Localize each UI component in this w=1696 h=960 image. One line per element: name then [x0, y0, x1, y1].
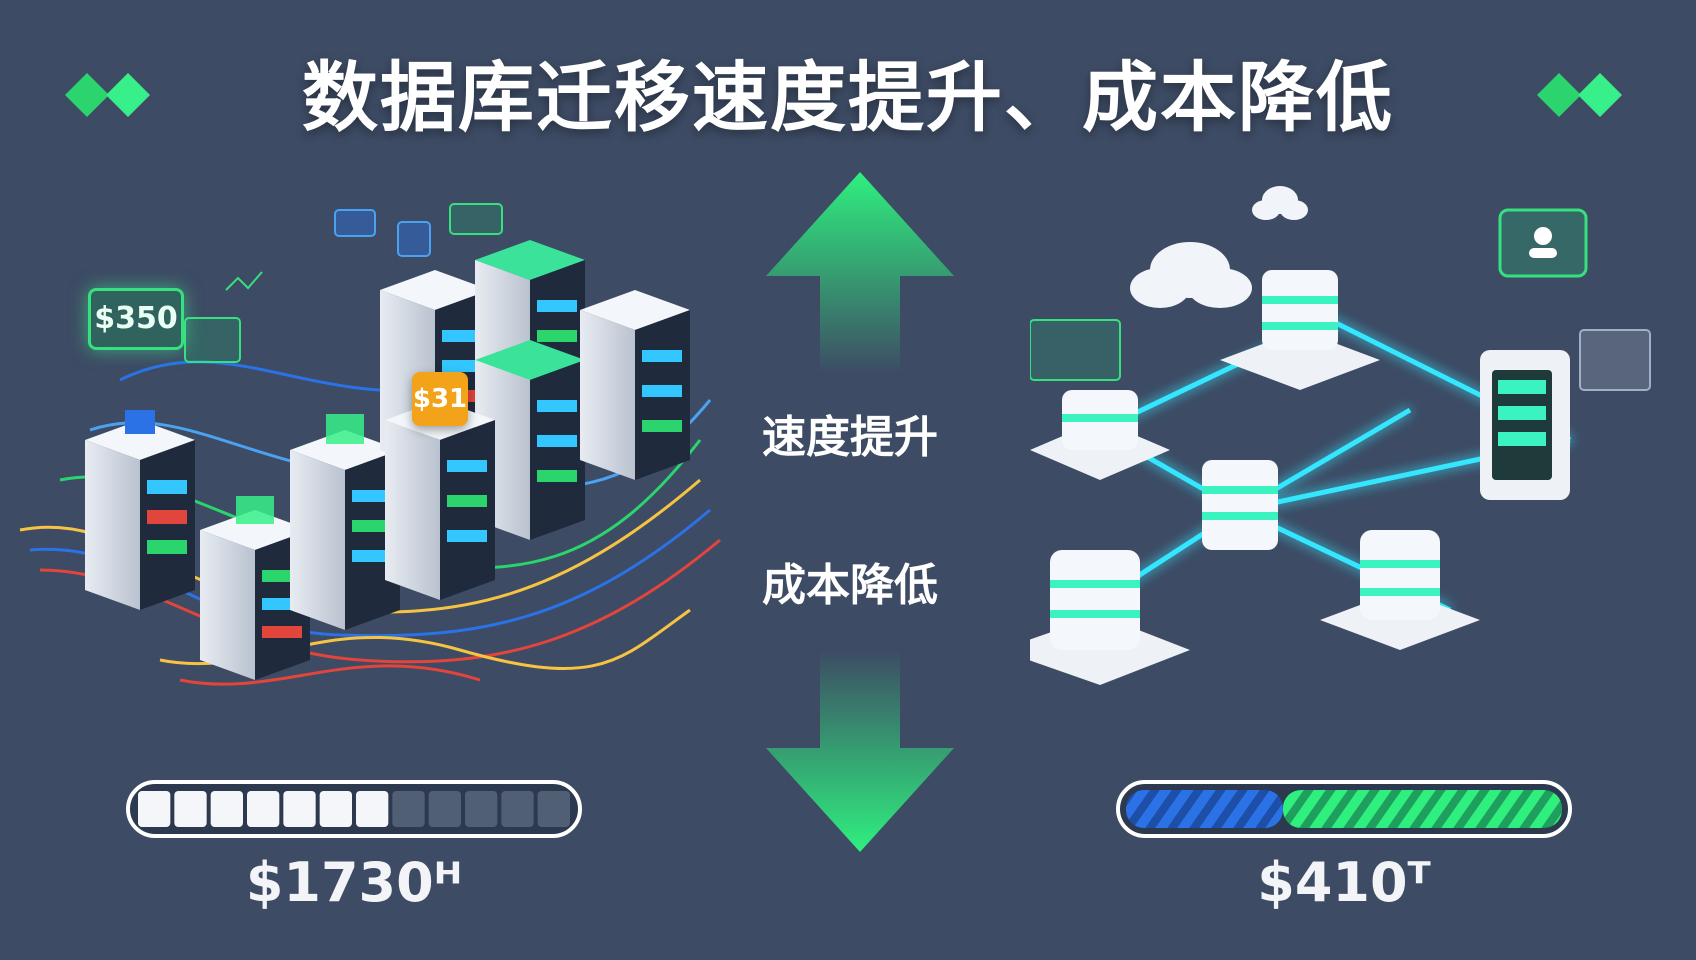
progress-segment-empty: [501, 791, 534, 827]
legacy-datacenter-illustration: [19, 203, 721, 686]
progress-segment-empty: [392, 791, 425, 827]
progress-segment-filled: [138, 791, 171, 827]
modern-cloud-cluster-illustration: [1030, 186, 1651, 685]
server-rack-icon: [85, 410, 195, 610]
legacy-price: $1730ᴴ: [245, 851, 463, 914]
diamond-icon: [65, 73, 109, 117]
page-title: 数据库迁移速度提升、成本降低: [302, 53, 1394, 142]
diamond-icon: [106, 73, 150, 117]
progress-segment-filled: [210, 791, 243, 827]
progress-fill-blue: [1126, 790, 1283, 828]
progress-fill-green: [1282, 790, 1562, 828]
progress-segment-empty: [465, 791, 498, 827]
speed-up-label: 速度提升: [762, 412, 938, 463]
diamond-icon-group-right: [1537, 73, 1622, 117]
arrow-down-icon: [766, 650, 954, 852]
progress-segment-filled: [319, 791, 352, 827]
cloud-icon: [1252, 186, 1308, 220]
progress-segment-filled: [283, 791, 316, 827]
server-node-icon: [1320, 530, 1480, 650]
diamond-icon-group-left: [65, 73, 150, 117]
floating-ui-cards: [184, 203, 503, 363]
progress-segment-empty: [428, 791, 461, 827]
legacy-progress-bar: [126, 780, 582, 838]
modern-progress-bar: [1116, 780, 1572, 838]
progress-segment-filled: [247, 791, 280, 827]
server-node-icon: [1030, 390, 1170, 480]
server-rack-icon: [385, 400, 495, 600]
price-tag-large: $350: [88, 288, 184, 350]
modern-progress-fill: [1126, 790, 1562, 828]
legacy-progress-fill: [138, 791, 570, 827]
dashboard-panel: [1579, 329, 1651, 391]
user-card-icon: [1498, 208, 1588, 278]
arrow-up-icon: [766, 172, 954, 374]
server-rack-icon: [580, 290, 690, 480]
progress-segment-filled: [174, 791, 207, 827]
server-node-icon: [1030, 550, 1190, 685]
progress-segment-filled: [356, 791, 389, 827]
modern-price: $410ᵀ: [1257, 851, 1431, 914]
server-node-icon: [1220, 270, 1380, 390]
dashboard-panel: [1030, 319, 1121, 381]
diamond-icon: [1537, 73, 1581, 117]
cloud-icon: [1130, 242, 1252, 308]
progress-segment-empty: [537, 791, 570, 827]
cost-down-label: 成本降低: [762, 560, 938, 611]
server-rack-icon: [1480, 350, 1570, 500]
price-tag-small: $31: [412, 372, 468, 426]
server-node-icon: [1202, 460, 1278, 550]
diamond-icon: [1578, 73, 1622, 117]
